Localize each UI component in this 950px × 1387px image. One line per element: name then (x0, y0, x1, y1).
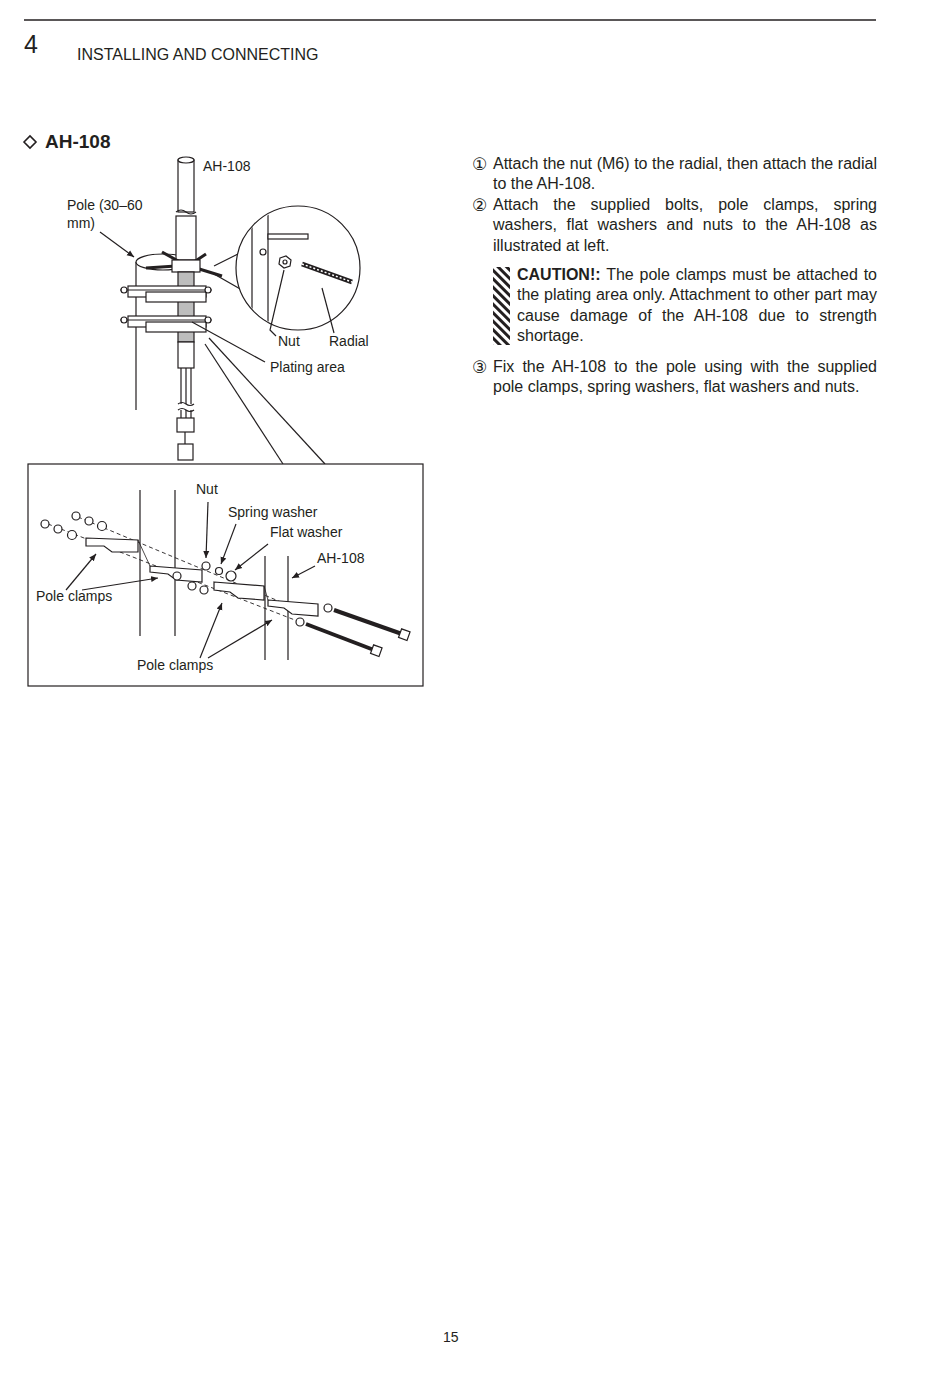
step-number: ① (472, 154, 487, 176)
step-text: Attach the nut (M6) to the radial, then … (493, 154, 877, 195)
part-label: AH-108 (203, 158, 250, 176)
part-label: Spring washer (228, 504, 318, 522)
part-label: Flat washer (270, 524, 342, 542)
part-label: AH-108 (317, 550, 364, 568)
page-number: 15 (443, 1329, 459, 1347)
section-title: AH-108 (45, 130, 110, 154)
step-number: ③ (472, 357, 487, 379)
part-label: Nut (278, 333, 300, 351)
part-label: Nut (196, 481, 218, 499)
section-number: 4 (24, 28, 38, 60)
part-label: Pole clamps (36, 588, 112, 606)
part-label: Radial (329, 333, 369, 351)
section-heading: INSTALLING AND CONNECTING (77, 45, 319, 65)
step-text: Attach the supplied bolts, pole clamps, … (493, 195, 877, 256)
part-label: Pole clamps (137, 657, 213, 675)
part-label: Pole (30–60 mm) (67, 197, 157, 233)
caution-note: CAUTION!: The pole clamps must be attach… (517, 265, 877, 347)
step-text: Fix the AH-108 to the pole using with th… (493, 357, 877, 398)
caution-heading: CAUTION!: (517, 266, 601, 283)
step-number: ② (472, 195, 487, 217)
part-label: Plating area (270, 359, 345, 377)
